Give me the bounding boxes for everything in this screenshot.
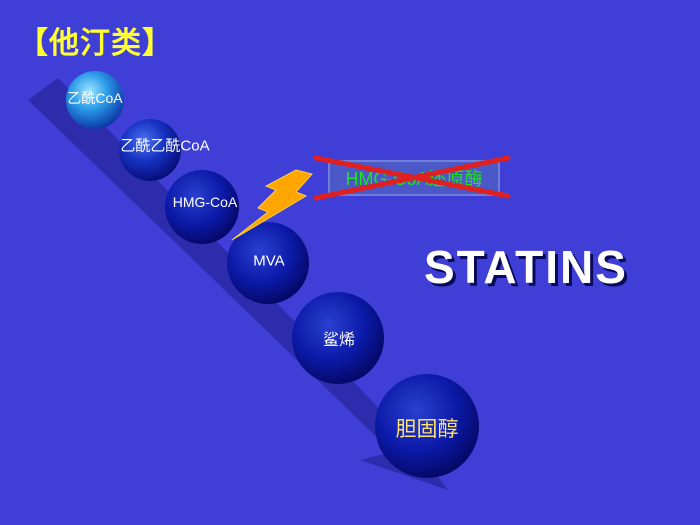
pathway-label-4: MVA [253,252,285,270]
pathway-label-3: HMG-CoA [172,194,238,210]
slide-title: 【他汀类】 [18,26,173,61]
pathway-node-6 [375,374,479,478]
pathway-label-5: 鲨烯 [322,332,356,349]
pathway-node-2 [119,119,181,181]
lightning-bolt-icon [231,169,313,241]
pathway-label-6: 胆固醇 [395,418,459,441]
pathway-node-4 [227,222,309,304]
pathway-label-2: 乙酰乙酰CoA [120,137,210,155]
statins-label: STATINS [424,241,628,293]
pathway-label-1: 乙酰CoA [67,90,123,106]
pathway-node-3 [165,170,239,244]
pathway-node-1 [66,71,124,129]
pathway-node-5 [292,292,384,384]
